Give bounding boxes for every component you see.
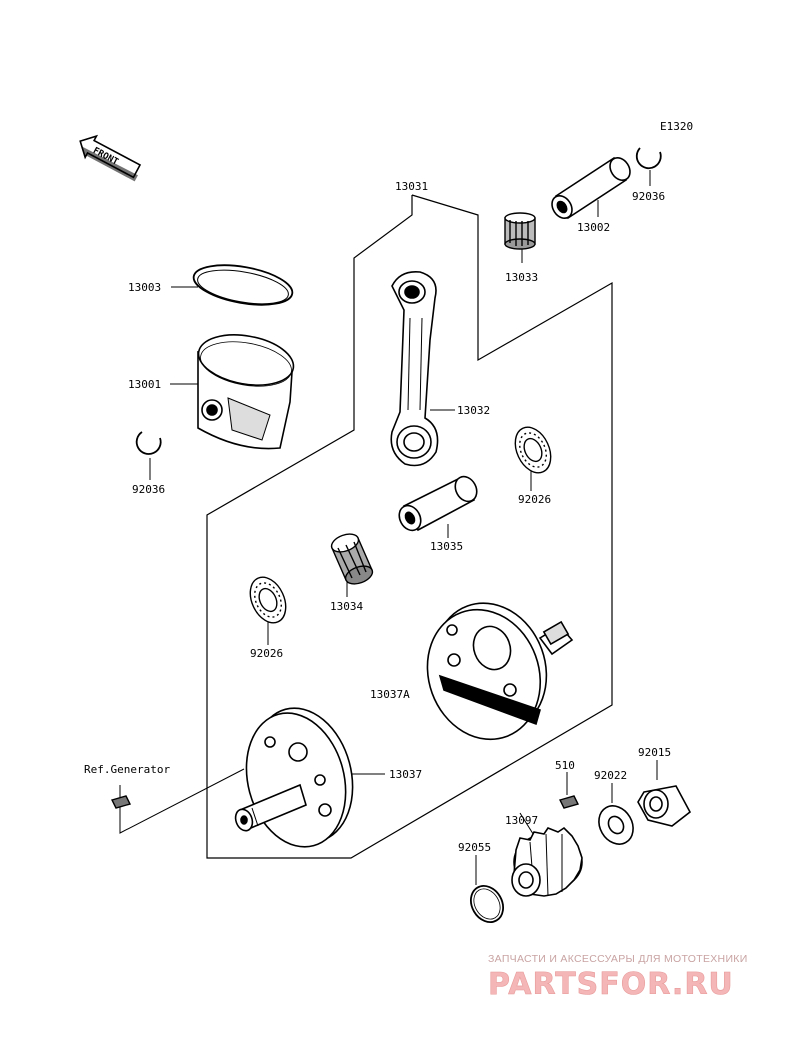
watermark-logo: PARTSFOR.RU xyxy=(488,967,734,1002)
label-13031: 13031 xyxy=(395,180,428,193)
circlip-top xyxy=(635,147,662,170)
label-13097: 13097 xyxy=(505,814,538,827)
label-92022: 92022 xyxy=(594,769,627,782)
watermark-tagline: ЗАПЧАСТИ И АКСЕССУАРЫ ДЛЯ МОТОТЕХНИКИ xyxy=(488,953,748,965)
diagram-code: E1320 xyxy=(660,120,693,133)
label-92026-right: 92026 xyxy=(518,493,551,506)
woodruff-key xyxy=(558,795,580,809)
label-13037: 13037 xyxy=(389,768,422,781)
nut xyxy=(637,785,692,827)
washer xyxy=(598,805,634,845)
piston-pin xyxy=(551,156,631,220)
small-end-bearing xyxy=(504,212,536,250)
piston-ring xyxy=(192,264,294,306)
crank-flywheel-right xyxy=(426,602,574,741)
o-ring xyxy=(470,885,504,923)
label-13001: 13001 xyxy=(128,378,161,391)
front-arrow-icon: FRONT xyxy=(79,134,142,182)
circlip-left xyxy=(135,431,162,455)
label-92036-top: 92036 xyxy=(632,190,665,203)
label-ref-generator: Ref.Generator xyxy=(84,763,170,776)
label-13037A: 13037A xyxy=(370,688,410,701)
piston xyxy=(197,334,295,450)
part-labels: 13031 13002 92036 13033 13003 13001 9203… xyxy=(84,180,671,854)
label-92026-left: 92026 xyxy=(250,647,283,660)
label-92055: 92055 xyxy=(458,841,491,854)
thrust-washer-right xyxy=(514,426,552,474)
label-92036-left: 92036 xyxy=(132,483,165,496)
big-end-bearing xyxy=(330,533,374,585)
label-92015: 92015 xyxy=(638,746,671,759)
label-13033: 13033 xyxy=(505,271,538,284)
label-13034: 13034 xyxy=(330,600,363,613)
label-13003: 13003 xyxy=(128,281,161,294)
woodruff-key-left xyxy=(110,795,132,809)
thrust-washer-left xyxy=(249,576,287,624)
crank-pin xyxy=(398,475,478,532)
primary-gear xyxy=(511,826,583,897)
connecting-rod xyxy=(390,270,439,467)
watermark: ЗАПЧАСТИ И АКСЕССУАРЫ ДЛЯ МОТОТЕХНИКИ PA… xyxy=(488,953,748,1002)
assembly-bracket xyxy=(206,194,613,859)
label-13035: 13035 xyxy=(430,540,463,553)
crank-flywheel-left xyxy=(234,707,354,848)
label-510: 510 xyxy=(555,759,575,772)
label-13032: 13032 xyxy=(457,404,490,417)
label-13002: 13002 xyxy=(577,221,610,234)
